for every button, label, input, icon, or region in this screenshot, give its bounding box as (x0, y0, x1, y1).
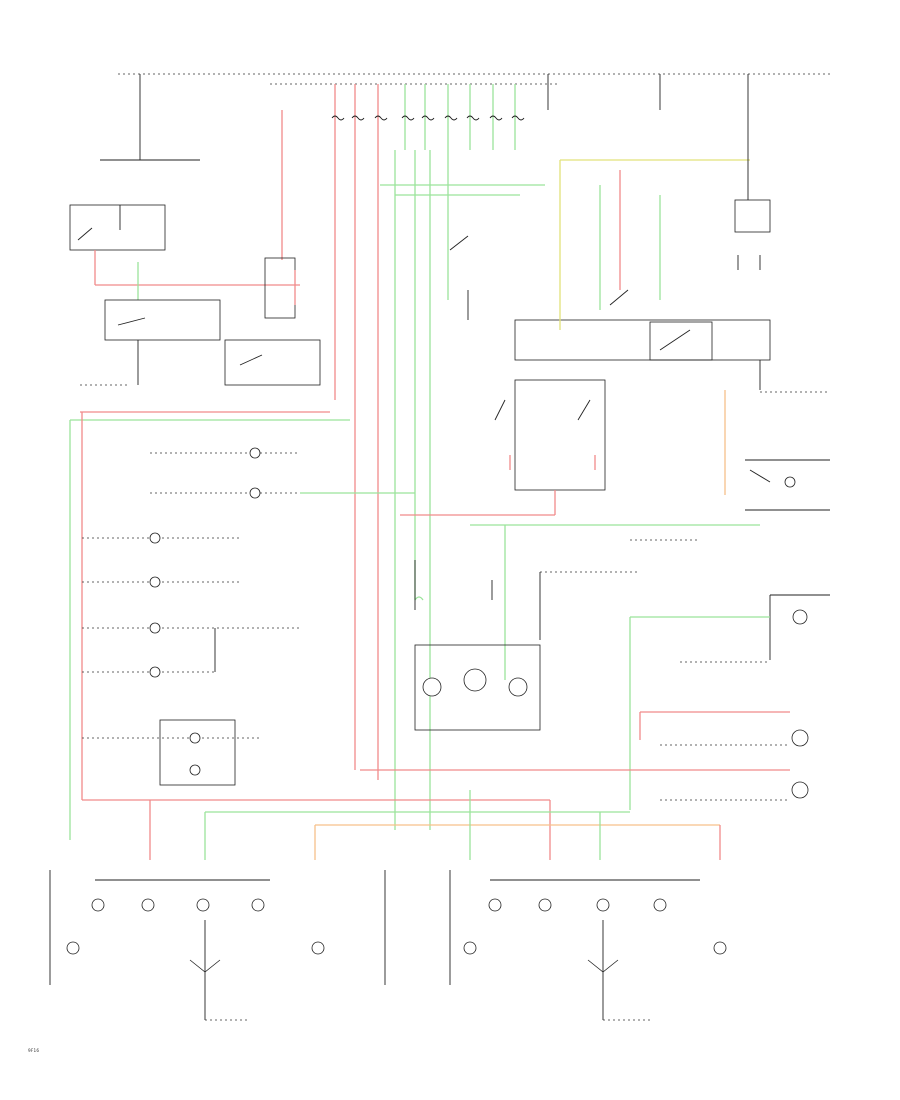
left-stop-lamp-2-icon (251, 898, 265, 912)
right-backup-lamp-icon (713, 941, 727, 955)
fuse-block (331, 84, 525, 150)
top-power-bus (118, 73, 830, 110)
right-turn-indicator-icon (508, 677, 528, 697)
left-front-lamp-icon (791, 729, 809, 747)
left-rear-marker-lamp-icon (149, 532, 161, 544)
right-turn-lamp-icon (463, 941, 477, 955)
left-turn-indicator-icon (422, 677, 442, 697)
left-turn-lamp-icon (66, 941, 80, 955)
high-mount-stop-lamp-icon (792, 609, 808, 625)
right-front-lamp-icon (791, 781, 809, 799)
high-beam-indicator-icon (463, 668, 487, 692)
left-front-turn-lamp-icon (249, 487, 261, 499)
fuse-feeds (334, 150, 545, 830)
courtesy-lamp-icon (784, 476, 796, 488)
center-switch-block (400, 110, 830, 526)
right-front-turn-lamp-icon (249, 447, 261, 459)
right-license-lamp-icon (149, 666, 161, 678)
right-rear-marker-lamp-icon (149, 576, 161, 588)
right-rear-lamp-assembly (449, 870, 727, 1021)
right-stop-lamp-icon (596, 898, 610, 912)
left-lamp-column (82, 447, 415, 786)
page-code: 9F16 (28, 1048, 39, 1053)
tail-light-relay-section (69, 110, 350, 840)
left-tail-lamp-icon (91, 898, 105, 912)
right-stop-lamp-2-icon (653, 898, 667, 912)
left-stop-lamp-icon (196, 898, 210, 912)
right-tail-lamp-icon (488, 898, 502, 912)
left-tail-lamp-2-icon (141, 898, 155, 912)
instrument-cluster (414, 525, 640, 731)
parking-lamp-2-icon (189, 764, 201, 776)
right-tail-lamp-2-icon (538, 898, 552, 912)
right-middle-section (360, 459, 830, 810)
parking-lamp-icon (189, 732, 201, 744)
left-backup-lamp-icon (311, 941, 325, 955)
left-rear-lamp-assembly (49, 870, 386, 1021)
bottom-distribution (82, 790, 721, 860)
left-license-lamp-icon (149, 622, 161, 634)
